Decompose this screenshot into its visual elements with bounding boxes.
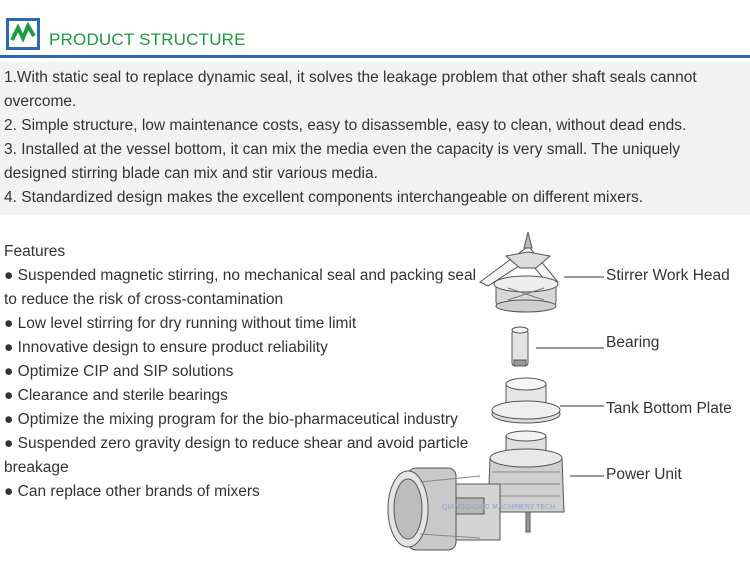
exploded-view-diagram: QIANGZHONG MACHINERY TECH Stirrer Work H…	[380, 222, 750, 561]
intro-point: 4. Standardized design makes the excelle…	[4, 189, 644, 206]
intro-point: 3. Installed at the vessel bottom, it ca…	[4, 141, 681, 182]
feature-item: ● Low level stirring for dry running wit…	[4, 315, 357, 332]
feature-item: ● Suspended zero gravity design to reduc…	[4, 435, 469, 476]
stirrer-work-head	[479, 231, 559, 313]
stirrer-work-head-label: Stirrer Work Head	[606, 267, 730, 284]
bearing-part	[511, 326, 529, 367]
section-header: PRODUCT STRUCTURE	[0, 0, 750, 60]
section-title: PRODUCT STRUCTURE	[49, 30, 246, 49]
feature-item: ● Optimize the mixing program for the bi…	[4, 411, 458, 428]
feature-item: ● Can replace other brands of mixers	[4, 483, 260, 500]
power-unit	[387, 430, 565, 551]
tank-bottom-plate-label: Tank Bottom Plate	[606, 400, 732, 417]
brand-logo-icon	[6, 18, 40, 50]
features-heading: Features	[4, 243, 66, 260]
diagram-watermark: QIANGZHONG MACHINERY TECH	[442, 504, 555, 511]
feature-item: ● Clearance and sterile bearings	[4, 387, 228, 404]
tank-bottom-plate	[491, 377, 561, 424]
intro-panel: 1.With static seal to replace dynamic se…	[0, 62, 750, 215]
mixer-illustration: QIANGZHONG MACHINERY TECH	[387, 231, 604, 551]
feature-item: ● Innovative design to ensure product re…	[4, 339, 328, 356]
feature-item: ● Suspended magnetic stirring, no mechan…	[4, 267, 477, 308]
intro-point: 1.With static seal to replace dynamic se…	[4, 69, 697, 110]
header-divider	[0, 55, 750, 58]
feature-item: ● Optimize CIP and SIP solutions	[4, 363, 234, 380]
features-list: Features ● Suspended magnetic stirring, …	[4, 240, 484, 504]
power-unit-label: Power Unit	[606, 466, 682, 483]
bearing-label: Bearing	[606, 334, 660, 351]
intro-point: 2. Simple structure, low maintenance cos…	[4, 117, 687, 134]
